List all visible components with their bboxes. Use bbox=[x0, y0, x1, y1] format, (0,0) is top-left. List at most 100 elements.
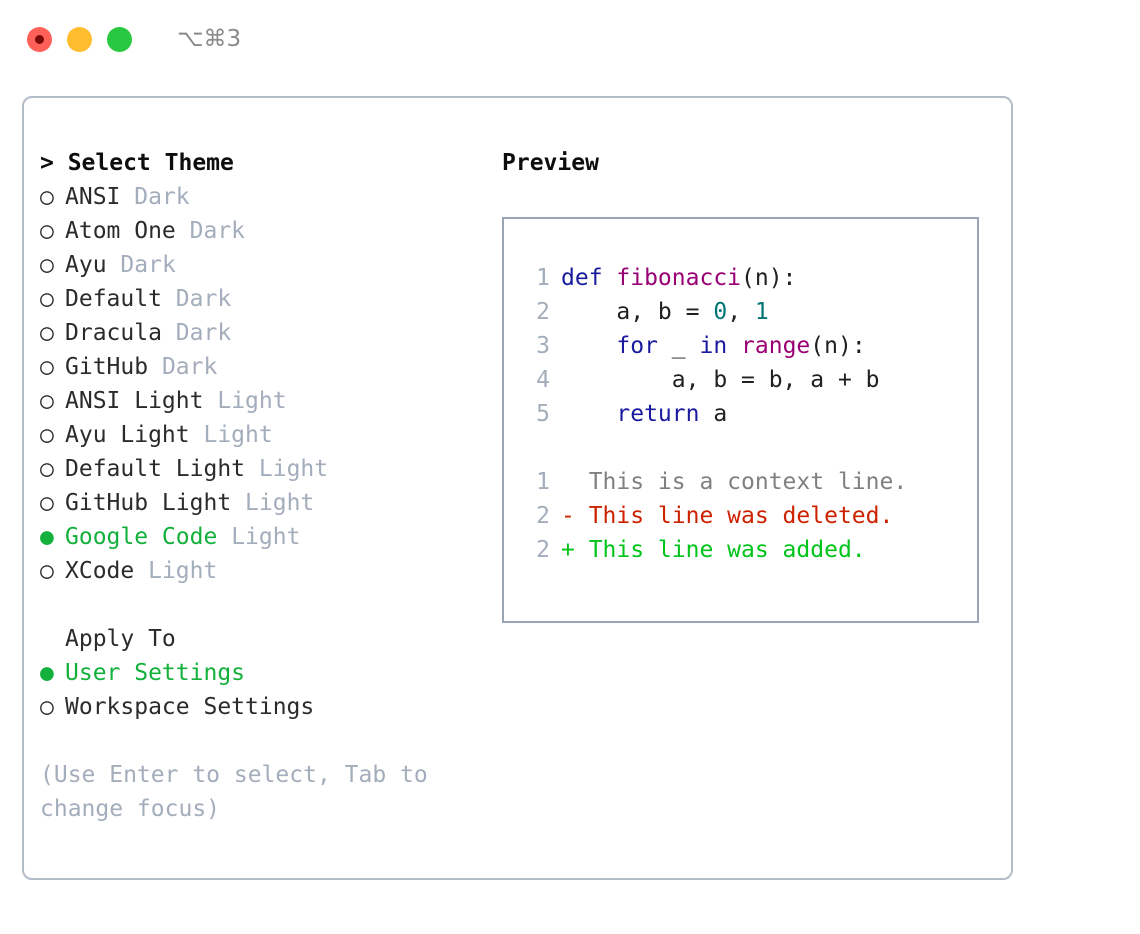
theme-option-tag: Light bbox=[258, 456, 329, 482]
preview-gap bbox=[504, 431, 977, 465]
theme-option-dracula[interactable]: ○ Dracula Dark bbox=[40, 316, 490, 350]
theme-option-label: Atom One bbox=[65, 218, 176, 244]
radio-unselected-icon: ○ bbox=[40, 490, 54, 516]
theme-option-atom-one[interactable]: ○Atom One Dark bbox=[40, 214, 490, 248]
code-token-txt: a, b = bbox=[561, 299, 714, 325]
apply-to-option-user-settings[interactable]: ● User Settings bbox=[40, 656, 490, 690]
line-number: 1 bbox=[536, 469, 550, 495]
theme-option-tag: Dark bbox=[175, 286, 232, 312]
diff-line-text: This is a context line. bbox=[561, 469, 908, 495]
apply-to-header: Apply To bbox=[65, 626, 176, 652]
label-space bbox=[120, 184, 134, 210]
code-token-txt: , bbox=[727, 299, 755, 325]
code-token-kw: def bbox=[561, 265, 617, 291]
theme-option-github[interactable]: ○GitHub Dark bbox=[40, 350, 490, 384]
theme-option-label: Dracula bbox=[65, 320, 162, 346]
select-theme-header: > Select Theme bbox=[40, 150, 234, 176]
radio-unselected-icon: ○ bbox=[40, 694, 54, 720]
radio-unselected-icon: ○ bbox=[40, 184, 54, 210]
theme-option-ansi-light[interactable]: ○ANSI Light Light bbox=[40, 384, 490, 418]
preview-title: Preview bbox=[502, 150, 599, 176]
label-space bbox=[148, 354, 162, 380]
theme-option-label: GitHub Light bbox=[65, 490, 232, 516]
theme-option-ansi[interactable]: ○ANSI Dark bbox=[40, 180, 490, 214]
line-number: 2 bbox=[536, 503, 550, 529]
theme-option-tag: Light bbox=[217, 388, 287, 414]
theme-selector-column: > Select Theme ○ANSI Dark○Atom One Dark○… bbox=[40, 146, 490, 826]
theme-option-label: Google Code bbox=[65, 524, 218, 550]
window-controls bbox=[27, 26, 132, 52]
code-token-txt: a bbox=[699, 401, 728, 427]
apply-to-option-workspace-settings[interactable]: ○ Workspace Settings bbox=[40, 690, 490, 724]
line-number: 4 bbox=[536, 367, 550, 393]
keyboard-shortcut-label: ⌥⌘3 bbox=[177, 26, 242, 52]
line-number: 2 bbox=[536, 299, 550, 325]
theme-option-tag: Light bbox=[245, 490, 315, 516]
code-line: 5 return a bbox=[504, 397, 977, 431]
radio-unselected-icon: ○ bbox=[40, 252, 54, 278]
radio-selected-icon: ● bbox=[40, 524, 54, 550]
theme-option-default-light[interactable]: ○ Default Light Light bbox=[40, 452, 490, 486]
apply-to-option-label: Workspace Settings bbox=[65, 694, 315, 720]
code-line: 3 for _ in range(n): bbox=[504, 329, 977, 363]
line-number: 5 bbox=[536, 401, 550, 427]
theme-option-xcode[interactable]: ○XCode Light bbox=[40, 554, 490, 588]
diff-line-ctx: 1 This is a context line. bbox=[504, 465, 977, 499]
label-space bbox=[107, 252, 121, 278]
theme-option-ayu[interactable]: ○Ayu Dark bbox=[40, 248, 490, 282]
code-token-fn: fibonacci bbox=[616, 265, 742, 291]
diff-preview: 1 This is a context line. 2 - This line wa… bbox=[504, 465, 977, 567]
apply-to-list[interactable]: ● User Settings ○ Workspace Settings bbox=[40, 656, 490, 724]
theme-option-tag: Light bbox=[148, 558, 218, 584]
list-spacer bbox=[40, 588, 490, 622]
theme-option-ayu-light[interactable]: ○Ayu Light Light bbox=[40, 418, 490, 452]
label-space bbox=[203, 388, 217, 414]
code-token-kw: in bbox=[699, 333, 728, 359]
theme-option-tag: Dark bbox=[189, 218, 246, 244]
theme-list[interactable]: ○ANSI Dark○Atom One Dark○Ayu Dark○Defaul… bbox=[40, 180, 490, 588]
apply-to-option-label: User Settings bbox=[65, 660, 246, 686]
close-button[interactable] bbox=[27, 26, 52, 52]
code-token-num: 1 bbox=[754, 299, 769, 325]
code-token-kw: for bbox=[616, 333, 658, 359]
main-panel: > Select Theme ○ANSI Dark○Atom One Dark○… bbox=[22, 96, 1013, 880]
diff-line-add: 2+ This line was added. bbox=[504, 533, 977, 567]
theme-option-github-light[interactable]: ○ GitHub Light Light bbox=[40, 486, 490, 520]
theme-option-tag: Light bbox=[203, 422, 273, 448]
code-token-txt bbox=[727, 333, 741, 359]
code-token-txt: (n): bbox=[810, 333, 866, 359]
theme-option-tag: Dark bbox=[175, 320, 232, 346]
theme-option-label: Default bbox=[65, 286, 162, 312]
line-number: 3 bbox=[536, 333, 550, 359]
radio-unselected-icon: ○ bbox=[40, 286, 54, 312]
minimize-button[interactable] bbox=[67, 26, 92, 52]
theme-option-label: Default Light bbox=[65, 456, 246, 482]
label-space bbox=[176, 218, 190, 244]
line-number: 2 bbox=[536, 537, 550, 563]
radio-unselected-icon: ○ bbox=[40, 558, 54, 584]
theme-option-label: Ayu Light bbox=[65, 422, 190, 448]
code-token-txt bbox=[561, 333, 616, 359]
code-line: 2 a, b = 0, 1 bbox=[504, 295, 977, 329]
theme-option-default[interactable]: ○ Default Dark bbox=[40, 282, 490, 316]
theme-option-google-code[interactable]: ●Google Code Light bbox=[40, 520, 490, 554]
radio-unselected-icon: ○ bbox=[40, 354, 54, 380]
line-number: 1 bbox=[536, 265, 550, 291]
code-token-txt: _ bbox=[657, 333, 700, 359]
radio-unselected-icon: ○ bbox=[40, 320, 54, 346]
maximize-button[interactable] bbox=[107, 26, 132, 52]
label-space bbox=[190, 422, 204, 448]
label-space bbox=[134, 558, 148, 584]
theme-option-label: GitHub bbox=[65, 354, 149, 380]
code-token-txt bbox=[561, 401, 616, 427]
theme-option-label: ANSI bbox=[65, 184, 121, 210]
diff-line-text: - This line was deleted. bbox=[561, 503, 894, 529]
theme-option-label: Ayu bbox=[65, 252, 107, 278]
radio-selected-icon: ● bbox=[40, 660, 54, 686]
recording-indicator-icon bbox=[35, 34, 44, 44]
title-bar: ⌥⌘3 bbox=[0, 0, 1140, 78]
radio-unselected-icon: ○ bbox=[40, 456, 54, 482]
